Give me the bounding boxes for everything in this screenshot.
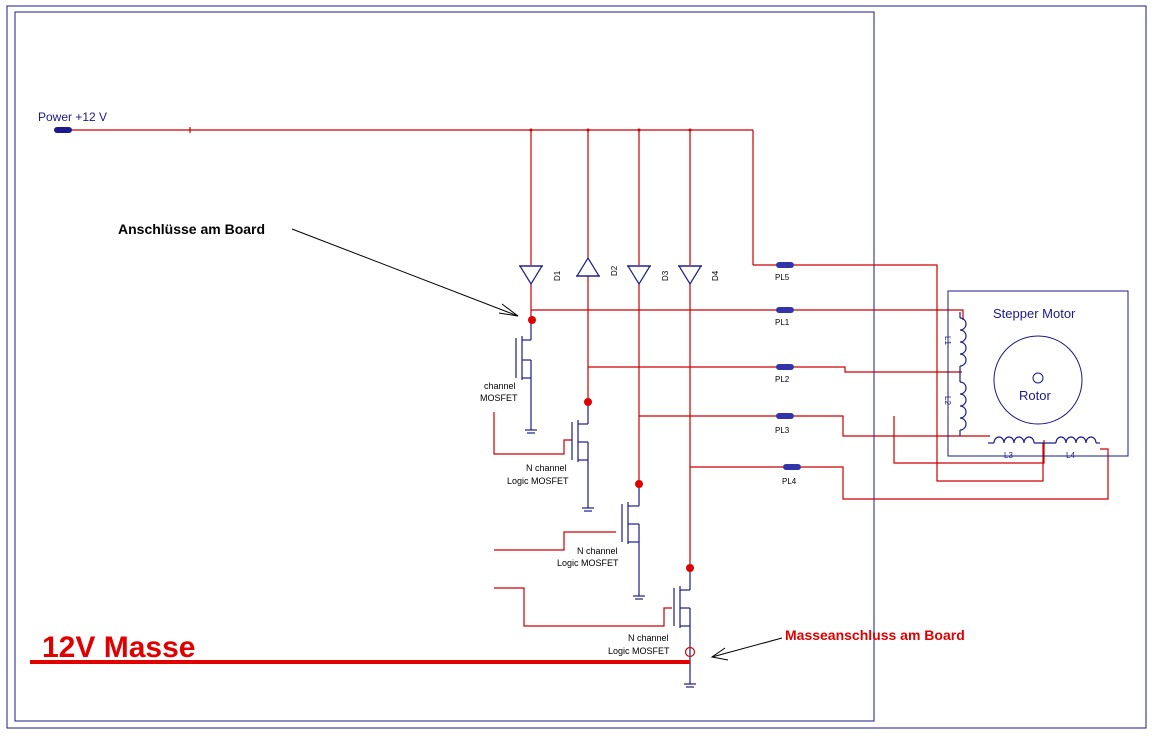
connectors [776,262,801,470]
stepper-motor-box [947,290,1129,457]
mosfet-3 [621,484,645,600]
ground-bus-label: 12V Masse [42,631,195,664]
connector-pl5-label: PL5 [775,273,790,282]
mosfet-3-drain-node [635,480,643,488]
mosfet-4-drain-node [686,564,694,572]
coil-l3 [988,436,1035,444]
mosfet-1-drain-node [528,316,536,324]
mosfet-2-gate-wire [494,531,616,551]
diode-d4-label: D4 [711,270,720,281]
diode-d3-label: D3 [661,270,670,281]
diode-d2 [575,256,601,277]
diode-d4 [677,265,703,286]
mosfet-4-label-1: N channel [628,633,669,643]
coil-l1 [959,312,967,367]
mosfet-3-label-2: Logic MOSFET [557,558,619,568]
diode-d1-label: D1 [553,270,562,281]
rotor-circle [993,335,1083,425]
diode-d3 [626,265,652,286]
power-terminal [54,127,72,133]
diode-d1 [518,265,544,286]
diode-wires [530,130,691,568]
coil-l2 [959,381,967,436]
mosfet-1-label-1: channel [484,381,516,391]
ground-connection-label: Masseanschluss am Board [785,627,965,643]
mosfet-2 [571,402,594,512]
connector-pl4-label: PL4 [782,477,797,486]
coil-l4-label: L4 [1066,451,1075,460]
connector-pl2-label: PL2 [775,375,790,384]
coil-l1-label: L1 [943,336,952,345]
ground-connection-point [684,646,696,658]
rotor-center [1032,372,1044,384]
power-label: Power +12 V [38,110,107,124]
board-connections-arrow [291,228,519,317]
board-frame [14,11,875,722]
power-rail [70,127,780,266]
mosfet-3-gate-wire [494,587,672,627]
mosfet-2-label-2: Logic MOSFET [507,476,569,486]
board-connections-label: Anschlüsse am Board [118,221,265,237]
coil-l3-label: L3 [1004,451,1013,460]
connector-pl3-label: PL3 [775,426,790,435]
coil-l2-label: L2 [943,396,952,405]
mosfet-4-label-2: Logic MOSFET [608,646,670,656]
ground-connection-arrow [710,637,783,661]
motor-wires [794,264,1109,500]
mosfet-4 [673,568,696,688]
rotor-label: Rotor [1019,388,1051,403]
mosfet-2-label-1: N channel [526,463,567,473]
mosfet-1-label-2: MOSFET [480,393,518,403]
outer-frame [6,5,1147,729]
diode-d2-label: D2 [610,265,619,276]
mosfet-1-gate-wire [493,412,572,455]
mosfet-1 [515,320,537,434]
mosfet-2-drain-node [584,398,592,406]
coil-l4 [1055,436,1100,444]
stepper-motor-title: Stepper Motor [993,306,1076,321]
rail-nodes [529,128,692,132]
connector-pl1-label: PL1 [775,318,790,327]
connector-wires [531,309,785,468]
mosfet-3-label-1: N channel [577,546,618,556]
